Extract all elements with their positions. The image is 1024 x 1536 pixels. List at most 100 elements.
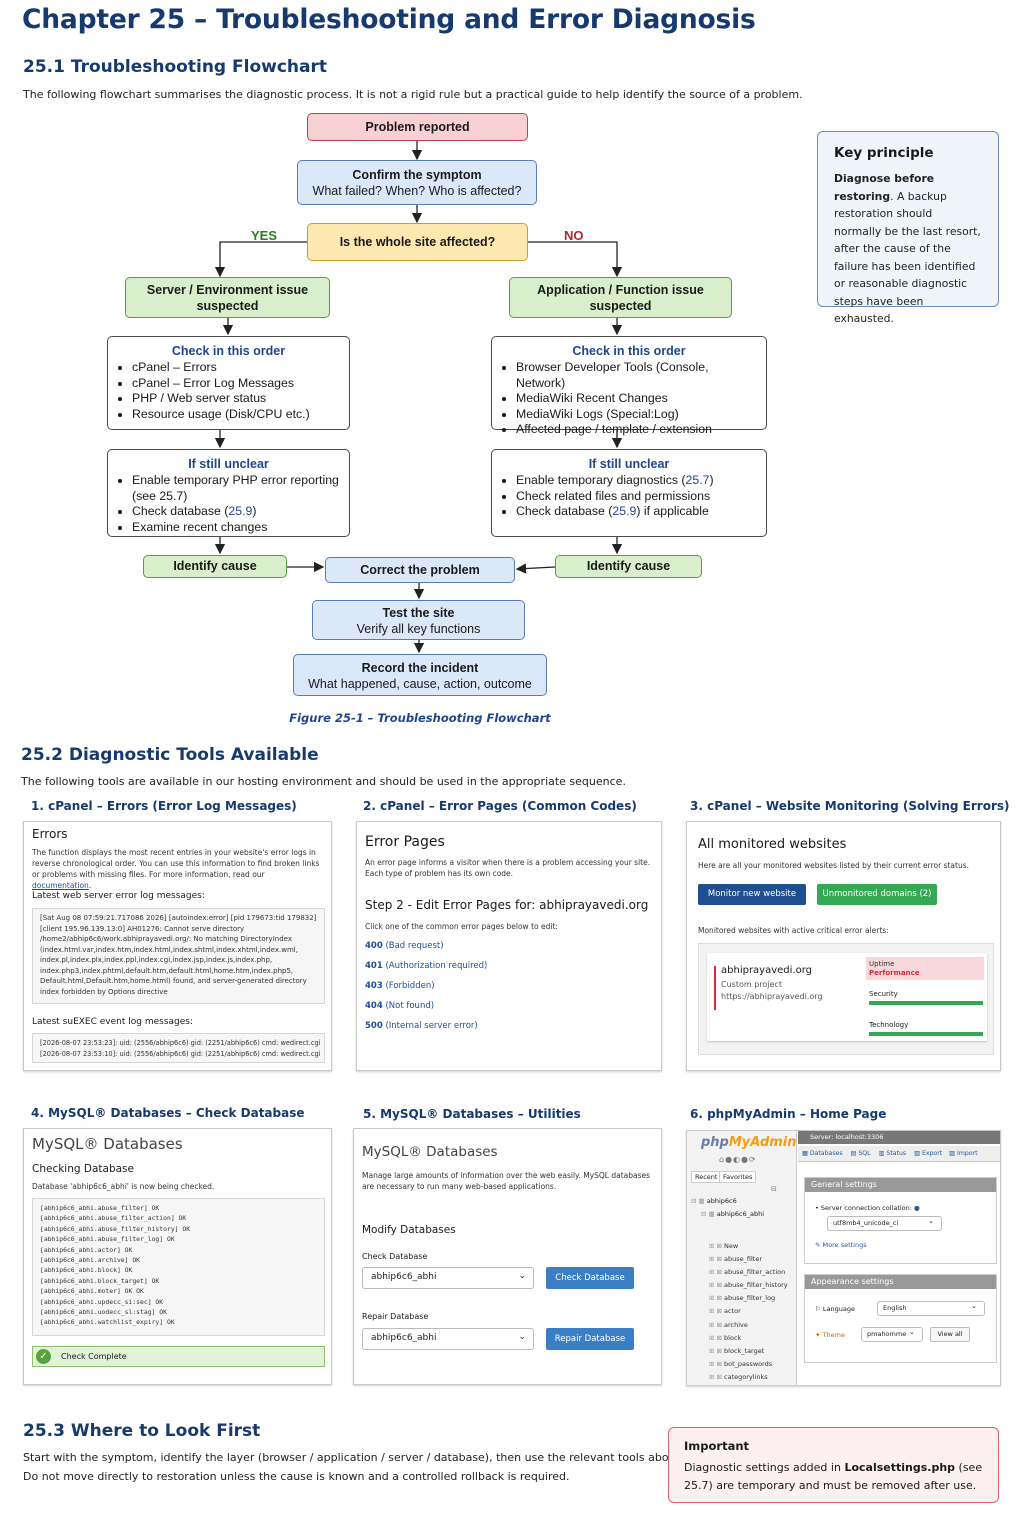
pma-table-item[interactable]: ⊞ ⊠ categorylinks (709, 1372, 768, 1381)
pma-theme-select[interactable]: pmahomme⌄ (861, 1327, 923, 1342)
pma-tab-export[interactable]: ▧ Export (914, 1150, 943, 1157)
tool-5-title: 5. MySQL® Databases – Utilities (363, 1107, 581, 1121)
error-page-401-link[interactable]: 401 (Authorization required) (365, 961, 488, 971)
pma-table-item[interactable]: ⊞ ⊠ bot_passwords (709, 1359, 773, 1368)
check-icon: ✓ (36, 1349, 51, 1364)
flow-right-check-heading: Check in this order (572, 344, 686, 358)
flow-left-check-list: Check in this order cPanel – Errors cPan… (107, 336, 350, 430)
cpanel-monitoring-screenshot: All monitored websites Here are all your… (686, 821, 1001, 1071)
pma-table-item[interactable]: ⊞ ⊠ block_target (709, 1346, 765, 1355)
pma-recent-tab[interactable]: Recent (691, 1171, 722, 1183)
monitor-new-website-button[interactable]: Monitor new website (698, 884, 806, 905)
tool-6-title: 6. phpMyAdmin – Home Page (690, 1107, 887, 1121)
check-database-label: Check Database (362, 1252, 428, 1261)
checking-database-note: Database 'abhip6c6_abhi' is now being ch… (32, 1182, 215, 1191)
flow-server-issue: Server / Environment issue suspected (125, 277, 330, 318)
cpanel-error-pages-screenshot: Error Pages An error page informs a visi… (356, 821, 662, 1071)
mysql-title: MySQL® Databases (32, 1135, 183, 1153)
pma-tab-import[interactable]: ▨ Import (949, 1150, 978, 1157)
pma-collation-label: • Server connection collation: ● (815, 1204, 920, 1212)
checking-database-heading: Checking Database (32, 1163, 134, 1175)
pma-table-item[interactable]: ⊞ ⊠ New (709, 1242, 739, 1250)
error-page-500-link[interactable]: 500 (Internal server error) (365, 1021, 478, 1031)
pma-tab-sql[interactable]: ▤ SQL (850, 1150, 871, 1157)
flow-test-sub: Verify all key functions (356, 622, 481, 636)
cpanel-errors-screenshot: Errors The function displays the most re… (23, 821, 332, 1071)
error-pages-title: Error Pages (365, 834, 445, 850)
tool-2-title: 2. cPanel – Error Pages (Common Codes) (363, 799, 637, 813)
flow-left-unclear-item: Check database (25.9) (132, 504, 339, 520)
flow-confirm-sub: What failed? When? Who is affected? (312, 184, 522, 198)
key-principle-title: Key principle (834, 145, 934, 161)
pma-db-sub-node[interactable]: ⊟ ▦ abhip6c6_abhi (701, 1210, 765, 1218)
flow-record-incident: Record the incident What happened, cause… (293, 654, 547, 696)
pma-appearance-settings: Appearance settings ⚐ Language English⌄ … (804, 1274, 997, 1363)
pma-general-settings: General settings • Server connection col… (804, 1177, 997, 1264)
tool-4-title: 4. MySQL® Databases – Check Database (31, 1106, 305, 1120)
section-25-1-heading: 25.1 Troubleshooting Flowchart (23, 57, 327, 77)
flow-left-check-item: cPanel – Error Log Messages (132, 376, 339, 392)
pma-tab-databases[interactable]: ▦ Databases (802, 1150, 843, 1157)
pma-more-settings-link[interactable]: ✎ More settings (815, 1241, 867, 1249)
flow-right-check-item: MediaWiki Logs (Special:Log) (516, 407, 756, 423)
error-page-403-link[interactable]: 403 (Forbidden) (365, 981, 435, 991)
error-page-404-link[interactable]: 404 (Not found) (365, 1001, 435, 1011)
chevron-down-icon: ⌄ (518, 1271, 526, 1281)
error-log-label: Latest web server error log messages: (32, 891, 205, 901)
flow-right-check-item: Browser Developer Tools (Console, Networ… (516, 360, 756, 391)
flow-identify-cause-left: Identify cause (143, 555, 287, 578)
monitored-site-url: https://abhiprayavedi.org (721, 992, 823, 1001)
phpmyadmin-logo: phpMyAdmin (701, 1135, 797, 1150)
check-database-button[interactable]: Check Database (546, 1267, 634, 1289)
check-database-select[interactable]: abhip6c6_abhi⌄ (362, 1267, 534, 1289)
unmonitored-domains-button[interactable]: Unmonitored domains (2) (817, 884, 937, 905)
chevron-down-icon: ⌄ (518, 1332, 526, 1342)
key-principle-box: Key principle Diagnose before restoring.… (817, 131, 999, 325)
documentation-link[interactable]: documentation (32, 881, 89, 890)
repair-database-select[interactable]: abhip6c6_abhi⌄ (362, 1328, 534, 1350)
pma-top-tabs: ▦ Databases ▤ SQL ▥ Status ▧ Export ▨ Im… (798, 1146, 1000, 1162)
repair-database-label: Repair Database (362, 1312, 429, 1321)
pma-db-node[interactable]: ⊟ ▦ abhip6c6 (691, 1197, 737, 1205)
pma-language-label: ⚐ Language (815, 1305, 855, 1313)
pma-favorites-tab[interactable]: Favorites (719, 1171, 757, 1183)
pma-table-item[interactable]: ⊞ ⊠ block (709, 1333, 742, 1342)
repair-database-button[interactable]: Repair Database (546, 1328, 634, 1350)
suexec-log-label: Latest suEXEC event log messages: (32, 1017, 193, 1027)
flow-decision-whole-site: Is the whole site affected? (307, 223, 528, 261)
flow-right-unclear-heading: If still unclear (588, 457, 670, 471)
collapse-icon[interactable]: ⊟ (771, 1185, 777, 1193)
pma-language-select[interactable]: English⌄ (877, 1301, 985, 1316)
pma-table-item[interactable]: ⊞ ⊠ archive (709, 1320, 748, 1329)
monitored-site-card[interactable]: abhiprayavedi.org Custom project https:/… (707, 953, 987, 1041)
flow-left-check-heading: Check in this order (171, 344, 286, 358)
pma-table-item[interactable]: ⊞ ⊠ abuse_filter_history (709, 1281, 788, 1290)
pma-view-all-button[interactable]: View all (930, 1327, 970, 1342)
pma-collation-select[interactable]: utf8mb4_unicode_ci⌄ (827, 1216, 942, 1231)
pma-table-item[interactable]: ⊞ ⊠ abuse_filter_log (709, 1294, 776, 1303)
flow-test-site: Test the site Verify all key functions (312, 600, 525, 640)
flow-left-unclear-heading: If still unclear (188, 457, 269, 471)
pma-nav-icons[interactable]: ⌂●◐●⟳ (719, 1155, 757, 1164)
pma-tab-status[interactable]: ▥ Status (878, 1150, 907, 1157)
flow-problem-reported: Problem reported (307, 113, 528, 141)
pma-table-item[interactable]: ⊞ ⊠ actor (709, 1307, 741, 1316)
error-page-400-link[interactable]: 400 (Bad request) (365, 941, 444, 951)
section-25-1-intro: The following flowchart summarises the d… (23, 88, 803, 101)
check-complete-text: Check Complete (61, 1352, 127, 1361)
important-box: Important Diagnostic settings added in L… (668, 1427, 999, 1503)
chapter-title: Chapter 25 – Troubleshooting and Error D… (22, 4, 756, 35)
flow-correct-problem: Correct the problem (325, 557, 515, 583)
important-title: Important (684, 1439, 750, 1453)
monitored-site-name: abhiprayavedi.org (721, 965, 813, 976)
technology-label: Technology (869, 1021, 909, 1029)
pma-table-item[interactable]: ⊞ ⊠ abuse_filter (709, 1255, 763, 1264)
pma-table-list: ⊞ ⊠ New ⊞ ⊠ abuse_filter ⊞ ⊠ abuse_filte… (709, 1240, 788, 1384)
important-text: Diagnostic settings added in Localsettin… (684, 1461, 983, 1492)
security-status-bar (869, 1001, 983, 1005)
errors-title: Errors (32, 827, 68, 841)
error-pages-step: Step 2 - Edit Error Pages for: abhipraya… (365, 898, 649, 912)
monitored-site-project: Custom project (721, 980, 782, 989)
flow-confirm-title: Confirm the symptom (352, 168, 482, 182)
pma-table-item[interactable]: ⊞ ⊠ abuse_filter_action (709, 1268, 786, 1277)
